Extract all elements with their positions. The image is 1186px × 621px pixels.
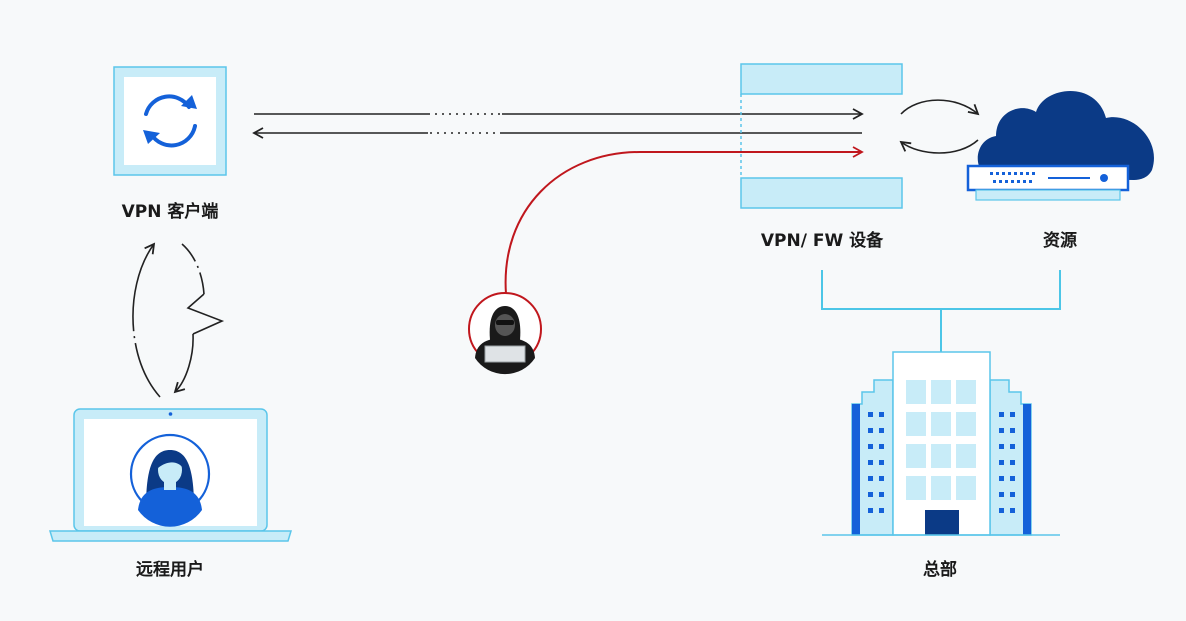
remote-user-label: 远程用户: [136, 560, 204, 580]
vpn-fw-label: VPN/ FW 设备: [760, 231, 884, 251]
hacker-icon: [468, 292, 542, 375]
resources-label: 资源: [1043, 231, 1077, 251]
attack-path: [504, 146, 864, 295]
vpn-client-icon: [113, 66, 227, 176]
hq-connections: [821, 270, 1061, 352]
office-building-icon: [822, 351, 1060, 536]
avatar: [138, 450, 202, 527]
vpn-tunnel-arrows: [252, 108, 864, 139]
vpn-client-label: VPN 客户端: [121, 202, 219, 222]
laptop-user-icon: [48, 408, 293, 542]
wireless-link: [132, 242, 225, 398]
sync-arrows-icon: [144, 94, 197, 148]
cloud-server-icon: [966, 91, 1154, 201]
firewall-icon: [740, 63, 903, 209]
headquarters-label: 总部: [923, 560, 957, 580]
fw-resource-exchange: [899, 99, 980, 154]
